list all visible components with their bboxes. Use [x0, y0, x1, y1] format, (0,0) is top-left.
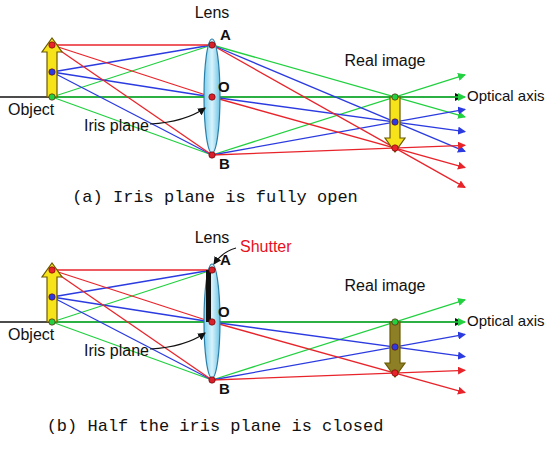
image-arrow: [385, 322, 405, 377]
light-ray: [212, 96, 465, 97]
shutter: [206, 270, 211, 322]
light-ray: [52, 96, 212, 97]
object-point: [49, 319, 55, 325]
iris-label: Iris plane: [84, 342, 149, 360]
lens: [204, 264, 220, 378]
light-ray: [212, 145, 465, 155]
object-point: [49, 42, 55, 48]
light-ray: [212, 97, 465, 168]
object-point: [49, 294, 55, 300]
figure-caption: (a) Iris plane is fully open: [72, 189, 358, 208]
figure-caption: (b) Half the iris plane is closed: [47, 418, 384, 437]
light-ray: [52, 44, 212, 45]
object-label: Object: [8, 101, 54, 119]
light-ray: [52, 322, 212, 380]
lens: [204, 39, 220, 153]
image-point: [392, 94, 398, 100]
object-label: Object: [8, 326, 54, 344]
light-ray: [212, 75, 465, 155]
object-point: [49, 267, 55, 273]
light-ray: [212, 300, 465, 380]
light-ray: [212, 45, 465, 187]
light-ray: [212, 321, 465, 322]
image-label: Real image: [345, 277, 426, 295]
object-arrow: [42, 263, 62, 322]
image-point: [392, 344, 398, 350]
lens-label: Lens: [195, 229, 230, 247]
image-point: [392, 145, 398, 151]
light-ray: [52, 270, 212, 322]
point-label: B: [219, 381, 230, 398]
light-ray: [52, 45, 212, 72]
lens-point: [209, 94, 215, 100]
image-point: [392, 319, 398, 325]
lens-point: [209, 152, 215, 158]
light-ray: [52, 270, 212, 380]
light-ray: [212, 322, 465, 393]
light-ray: [52, 270, 212, 297]
object-point: [49, 94, 55, 100]
object-point: [49, 69, 55, 75]
object-arrow: [42, 38, 62, 97]
lens-point: [209, 267, 215, 273]
point-label: O: [218, 79, 230, 96]
lens-point: [209, 319, 215, 325]
shutter-label: Shutter: [240, 238, 292, 256]
light-ray: [52, 45, 212, 97]
light-ray: [52, 270, 212, 322]
light-ray: [52, 297, 212, 380]
light-ray: [212, 322, 465, 357]
axis-label: Optical axis: [467, 313, 545, 330]
light-ray: [212, 45, 465, 151]
light-ray: [52, 269, 212, 270]
point-label: A: [220, 27, 231, 44]
lens-label: Lens: [195, 4, 230, 22]
axis-label: Optical axis: [467, 88, 545, 105]
point-label: B: [219, 156, 230, 173]
image-point: [392, 119, 398, 125]
light-ray: [212, 370, 465, 380]
image-label: Real image: [345, 52, 426, 70]
light-ray: [212, 97, 465, 132]
light-ray: [52, 45, 212, 97]
lens-point: [209, 42, 215, 48]
light-ray: [52, 45, 212, 155]
light-ray: [52, 97, 212, 155]
leader-line: [150, 333, 205, 349]
image-arrow: [385, 97, 405, 152]
light-ray: [212, 45, 465, 117]
leader-line: [150, 108, 205, 124]
point-label: O: [218, 304, 230, 321]
light-ray: [52, 321, 212, 322]
image-point: [392, 370, 398, 376]
point-label: A: [220, 252, 231, 269]
light-ray: [52, 72, 212, 155]
lens-point: [209, 377, 215, 383]
iris-label: Iris plane: [84, 117, 149, 135]
